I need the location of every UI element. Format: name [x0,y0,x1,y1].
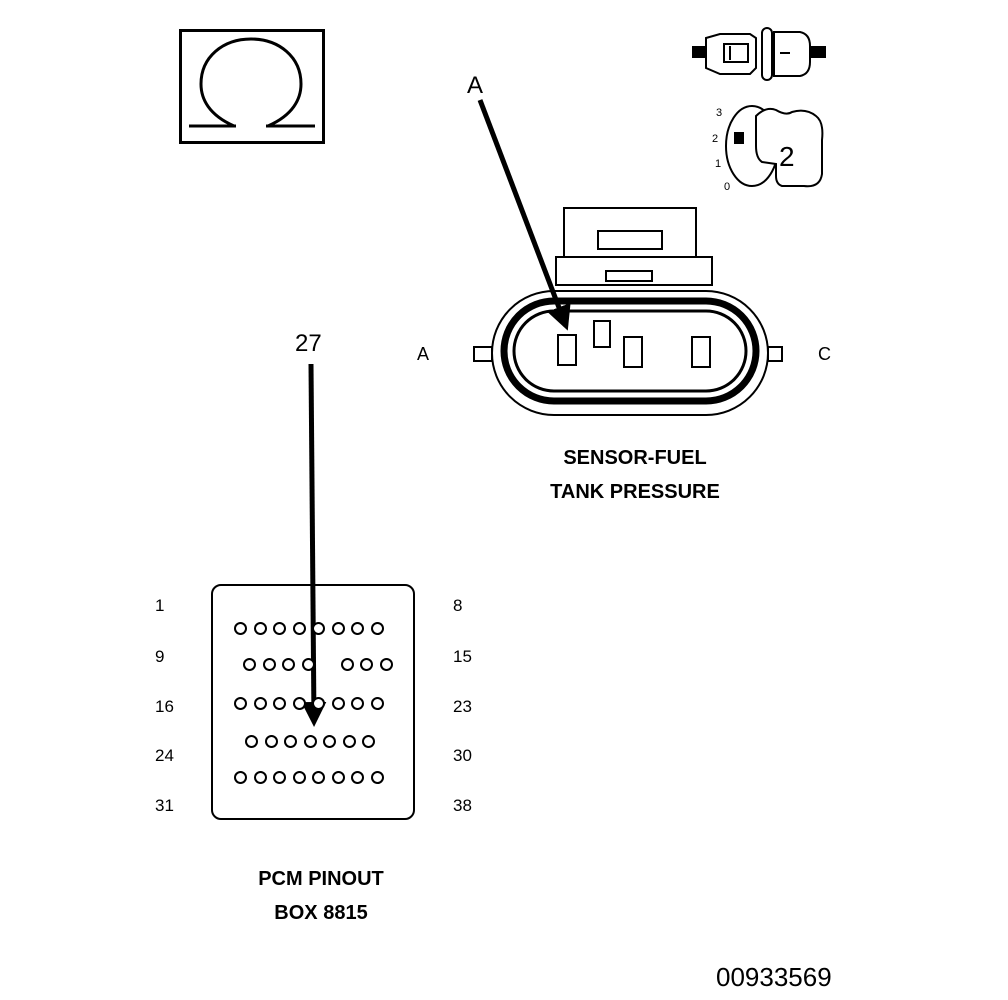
ignition-switch-icon [700,100,830,200]
pcm-caption-line2: BOX 8815 [274,902,368,924]
ignition-selected-position: 2 [779,141,795,172]
pcm-pin [370,697,384,710]
pcm-pin [234,697,247,710]
figure-id: 00933569 [716,962,832,992]
pcm-pin [379,658,393,671]
row-label-right: 8 [453,596,463,615]
pcm-pin [340,658,354,671]
pcm-caption: PCM PINOUT BOX 8815 [211,869,431,923]
pcm-pin [253,622,267,635]
pcm-pin [292,697,306,710]
row-label-right: 15 [453,647,472,666]
pcm-pin [292,622,306,635]
row-label-right: 38 [453,796,472,815]
ignition-position-0: 0 [724,181,731,193]
sensor-connector [470,205,790,420]
pcm-pin [234,622,247,635]
ignition-position-1: 1 [715,158,722,170]
sensor-caption: SENSOR-FUEL TANK PRESSURE [520,448,750,502]
row-label-left: 9 [155,647,165,666]
pcm-pin [360,658,373,671]
pcm-pin [282,658,295,671]
pcm-pin [264,735,278,748]
pcm-pin [301,658,315,671]
pcm-pin [273,771,286,784]
ohmmeter-icon [179,29,325,144]
connector-label-right: C [818,344,831,364]
pcm-pin [331,771,345,784]
pcm-pin [245,735,258,748]
pcm-pin [312,697,325,710]
pcm-pin-target [303,735,317,748]
pcm-pin [323,735,336,748]
pcm-pin [342,735,356,748]
pcm-pin [284,735,297,748]
pcm-caption-line1: PCM PINOUT [258,868,384,890]
pcm-pin [243,658,256,671]
pcm-pin [370,771,384,784]
connector-label-left: A [417,344,430,364]
pcm-connector-body [211,584,415,820]
row-label-left: 31 [155,796,174,815]
pcm-pin [331,622,345,635]
pcm-pin [362,735,375,748]
ignition-position-2: 2 [712,133,719,145]
ohm-symbol-icon [179,29,325,144]
pcm-pin [273,697,286,710]
pcm-pin [253,771,267,784]
pcm-pin [331,697,345,710]
ignition-position-3: 3 [716,107,723,119]
pcm-pin [262,658,276,671]
pcm-pin [234,771,247,784]
pcm-pin [312,771,325,784]
sensor-caption-line1: SENSOR-FUEL [563,447,707,469]
pcm-pin [370,622,384,635]
row-label-left: 16 [155,697,174,716]
arrow-label-27: 27 [295,330,322,357]
row-label-right: 30 [453,746,472,765]
row-label-left: 1 [155,596,165,615]
connector-halves-icon [690,24,830,84]
pcm-pin [253,697,267,710]
pcm-pin [273,622,286,635]
pcm-pin [351,622,364,635]
pcm-pin [292,771,306,784]
arrow-label-a: A [467,72,484,99]
row-label-left: 24 [155,746,174,765]
sensor-caption-line2: TANK PRESSURE [550,481,720,503]
pcm-pin [351,771,364,784]
row-label-right: 23 [453,697,472,716]
pcm-pin [351,697,364,710]
pcm-pin [312,622,325,635]
